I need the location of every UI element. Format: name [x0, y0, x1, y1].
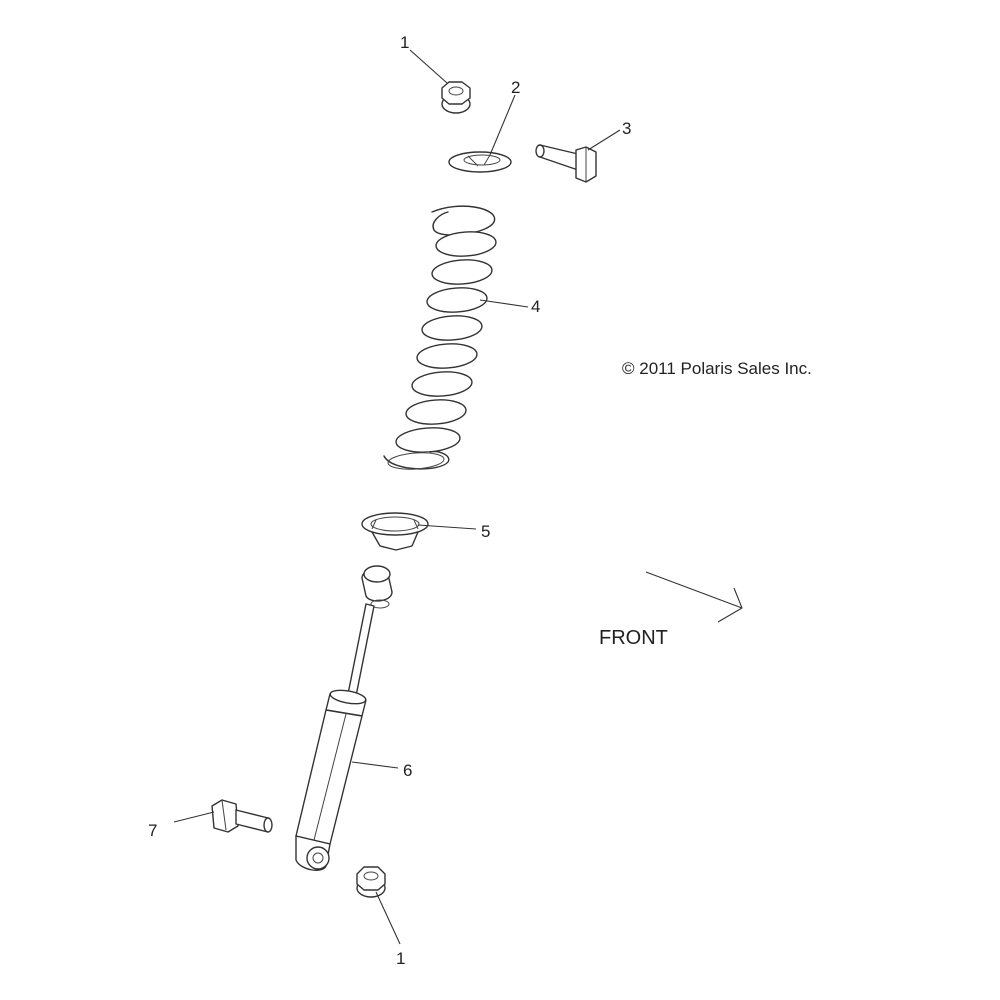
leader-1-top	[409, 49, 448, 84]
leader-7	[173, 811, 215, 823]
callout-3: 3	[622, 119, 631, 138]
leader-5	[417, 524, 477, 530]
front-label: FRONT	[599, 627, 668, 649]
leader-2	[489, 94, 516, 156]
callout-5: 5	[481, 522, 490, 541]
coil-spring	[383, 205, 497, 470]
flange-nut-top	[441, 81, 471, 114]
leader-4	[479, 299, 529, 308]
shock-absorber	[295, 565, 393, 871]
leader-1-bottom	[375, 891, 401, 945]
spring-seat	[361, 512, 429, 551]
bolt-bottom	[211, 799, 273, 833]
leader-3	[587, 129, 621, 151]
callout-7: 7	[148, 821, 157, 840]
front-arrow	[645, 571, 743, 623]
callout-1-bottom: 1	[396, 949, 405, 968]
spring-retainer	[448, 151, 512, 173]
bolt-top	[535, 144, 597, 183]
callout-6: 6	[403, 761, 412, 780]
callout-2: 2	[511, 78, 520, 97]
callout-1-top: 1	[400, 33, 409, 52]
callout-4: 4	[531, 297, 540, 316]
leader-6	[351, 761, 399, 769]
copyright-notice: © 2011 Polaris Sales Inc.	[622, 359, 812, 378]
flange-nut-bottom	[356, 866, 386, 898]
